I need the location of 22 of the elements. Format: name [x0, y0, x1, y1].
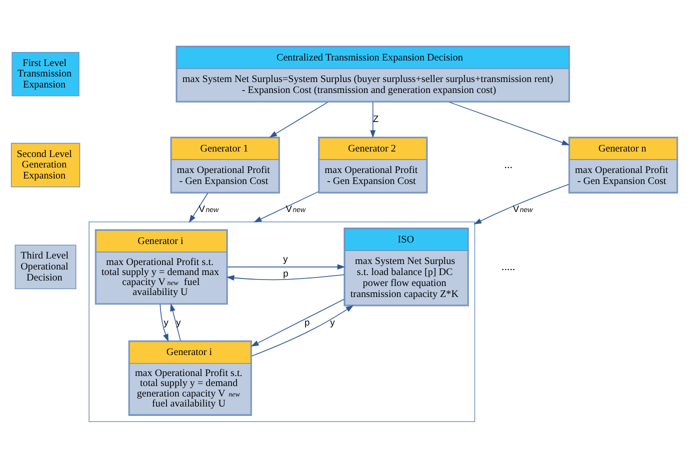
- arrow: [448, 102, 570, 146]
- arrow: [370, 102, 376, 138]
- arrow: [251, 305, 354, 356]
- edge-label: y: [283, 254, 288, 264]
- edge-label: y: [164, 318, 168, 328]
- cluster: [88, 221, 476, 422]
- edge-label: p: [283, 268, 288, 279]
- edge-label: y: [330, 318, 335, 328]
- arrow: [254, 191, 319, 222]
- edge-label: Z: [372, 114, 379, 124]
- arrow: [170, 303, 181, 341]
- arrow: [474, 184, 570, 224]
- arrow: [226, 274, 344, 281]
- arrow: [188, 192, 208, 223]
- label: ...: [504, 158, 512, 171]
- arrow: [250, 298, 344, 347]
- label: .....: [502, 260, 516, 273]
- arrow: [160, 304, 169, 342]
- edge-label: p: [304, 318, 310, 328]
- arrow: [227, 264, 346, 270]
- edge-label: y: [176, 318, 181, 328]
- arrow: [269, 102, 328, 138]
